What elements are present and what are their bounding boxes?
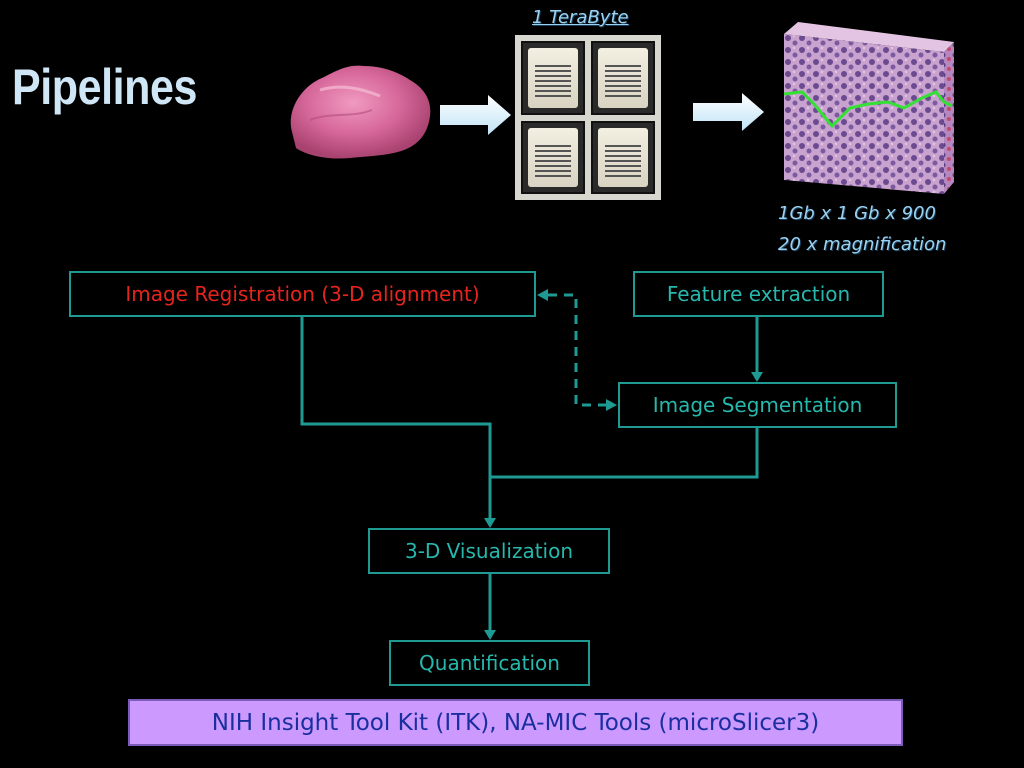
arrowhead-icon [606, 399, 617, 411]
segmentation-to-visualization-line [490, 428, 759, 479]
right-arrow-icon [693, 93, 764, 131]
resolution-caption: 1Gb x 1 Gb x 900 [778, 203, 936, 224]
hard-drive-icon [591, 120, 655, 194]
quantification-box: Quantification [389, 640, 590, 686]
arrowhead-icon [484, 630, 496, 640]
hard-drive-icon [521, 41, 585, 115]
right-arrow-icon [440, 95, 511, 135]
registration-segmentation-feedback-line [548, 293, 606, 407]
histology-volume-image [784, 22, 954, 194]
storage-size-label: 1 TeraByte [532, 7, 629, 28]
magnification-caption: 20 x magnification [778, 234, 947, 255]
arrowhead-icon [751, 372, 763, 382]
arrowhead-icon [484, 518, 496, 528]
page-title: Pipelines [12, 59, 197, 115]
feature-extraction-box: Feature extraction [633, 271, 884, 317]
hard-drive-icon [591, 41, 655, 115]
image-registration-box: Image Registration (3-D alignment) [69, 271, 536, 317]
hard-drive-icon [521, 120, 585, 194]
hard-drives-image [515, 35, 661, 200]
registration-to-visualization-line [300, 317, 492, 518]
image-segmentation-box: Image Segmentation [618, 382, 897, 428]
visualization-box: 3-D Visualization [368, 528, 610, 574]
tools-banner: NIH Insight Tool Kit (ITK), NA-MIC Tools… [128, 699, 903, 746]
arrowhead-icon [537, 289, 548, 301]
